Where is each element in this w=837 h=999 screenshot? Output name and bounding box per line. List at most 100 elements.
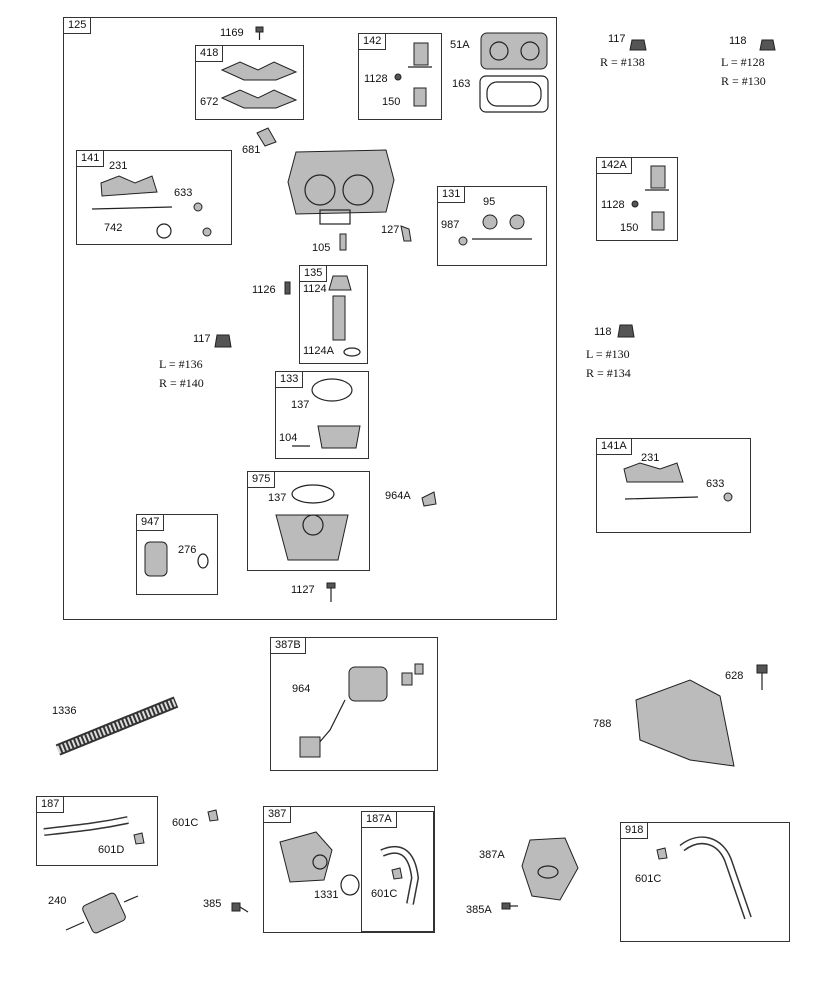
group-tag-187: 187 <box>36 796 65 813</box>
label-633-a: 633 <box>174 187 193 199</box>
label-601C-b: 601C <box>371 888 398 900</box>
part-387-fuel-pump <box>279 831 360 896</box>
label-231-a: 231 <box>109 160 128 172</box>
label-1336: 1336 <box>52 705 77 717</box>
group-box-187: 187 <box>36 796 158 866</box>
label-601D: 601D <box>98 844 125 856</box>
label-118-top: 118 <box>729 35 747 47</box>
part-1127-bolt <box>326 582 336 602</box>
part-118-plug-mid <box>617 324 635 338</box>
part-240-fuel-filter <box>65 892 139 934</box>
part-117-plug-mid <box>214 334 232 348</box>
group-tag-133: 133 <box>275 371 304 388</box>
note-118-top-left: L = #128 <box>721 55 765 69</box>
label-1124A: 1124A <box>303 345 334 357</box>
group-box-918: 918 <box>620 822 790 942</box>
label-104: 104 <box>279 432 298 444</box>
label-105: 105 <box>312 242 331 254</box>
label-137-b: 137 <box>268 492 287 504</box>
note-117-left: L = #136 <box>159 357 203 371</box>
label-95: 95 <box>483 196 496 208</box>
label-742: 742 <box>104 222 123 234</box>
label-672: 672 <box>200 96 219 108</box>
label-964A: 964A <box>385 490 411 502</box>
group-tag-135: 135 <box>299 265 328 282</box>
group-tag-418: 418 <box>195 45 224 62</box>
label-964: 964 <box>292 683 311 695</box>
label-137-a: 137 <box>291 399 310 411</box>
group-box-141A: 141A <box>596 438 751 533</box>
label-150-b: 150 <box>620 222 639 234</box>
label-163: 163 <box>452 78 471 90</box>
label-117-mid: 117 <box>193 333 211 345</box>
label-788: 788 <box>593 718 612 730</box>
label-118-mid: 118 <box>594 326 612 338</box>
part-964A-cap <box>421 491 437 507</box>
part-133-bowl <box>292 378 361 449</box>
label-1124: 1124 <box>303 283 327 295</box>
label-240: 240 <box>48 895 67 907</box>
part-1336-hose <box>55 696 179 756</box>
part-127-105 <box>339 225 412 251</box>
part-187A-hose <box>380 845 420 905</box>
group-tag-131: 131 <box>437 186 466 203</box>
note-117-right: R = #140 <box>159 376 204 390</box>
part-135-needle <box>284 275 361 357</box>
group-tag-387: 387 <box>263 806 292 823</box>
group-box-142A: 142A <box>596 157 678 241</box>
label-681: 681 <box>242 144 261 156</box>
label-231-b: 231 <box>641 452 660 464</box>
label-633-b: 633 <box>706 478 725 490</box>
part-1169-screw <box>255 26 264 40</box>
label-1127: 1127 <box>291 584 315 596</box>
group-box-141: 141 <box>76 150 232 245</box>
label-385: 385 <box>203 898 222 910</box>
label-127: 127 <box>381 224 400 236</box>
group-tag-975: 975 <box>247 471 276 488</box>
group-box-135: 135 <box>299 265 368 364</box>
group-box-975: 975 <box>247 471 370 571</box>
label-628: 628 <box>725 670 744 682</box>
group-tag-141: 141 <box>76 150 105 167</box>
part-387B-fuel-filter <box>299 663 424 758</box>
group-tag-125: 125 <box>63 17 92 34</box>
group-box-418: 418 <box>195 45 304 120</box>
label-276: 276 <box>178 544 197 556</box>
part-788-bracket <box>635 664 768 767</box>
part-918-hose <box>656 836 752 920</box>
label-1126: 1126 <box>252 284 276 296</box>
group-tag-947: 947 <box>136 514 165 531</box>
label-1128-b: 1128 <box>601 199 625 211</box>
group-box-387: 387 <box>263 806 435 933</box>
group-box-125: 125 <box>63 17 557 620</box>
part-385-screw <box>231 902 249 913</box>
label-601C-c: 601C <box>635 873 662 885</box>
part-187-hose <box>43 816 145 845</box>
group-tag-142: 142 <box>358 33 387 50</box>
part-387A-fuel-pump <box>501 837 579 910</box>
part-947-solenoid <box>144 541 209 577</box>
label-117-top: 117 <box>608 33 626 45</box>
label-1331: 1331 <box>314 889 339 901</box>
group-box-187A: 187A <box>361 811 434 932</box>
group-box-387B: 387B <box>270 637 438 771</box>
part-681 <box>256 127 277 147</box>
note-118-top-right: R = #130 <box>721 74 766 88</box>
group-tag-141A: 141A <box>596 438 632 455</box>
part-131-shaft <box>458 214 532 246</box>
group-box-142: 142 <box>358 33 442 120</box>
part-975-intake <box>275 484 349 561</box>
part-141-linkage <box>91 175 212 239</box>
label-1169: 1169 <box>220 27 244 39</box>
group-box-947: 947 <box>136 514 218 595</box>
group-box-131: 131 <box>437 186 547 266</box>
note-118-mid-right: R = #134 <box>586 366 631 380</box>
carburetor-body <box>287 149 395 225</box>
group-tag-387B: 387B <box>270 637 306 654</box>
label-385A: 385A <box>466 904 492 916</box>
part-142A-solenoid <box>631 165 669 231</box>
label-387A: 387A <box>479 849 505 861</box>
group-tag-918: 918 <box>620 822 649 839</box>
note-117-top: R = #138 <box>600 55 645 69</box>
part-141A-linkage <box>623 462 733 502</box>
